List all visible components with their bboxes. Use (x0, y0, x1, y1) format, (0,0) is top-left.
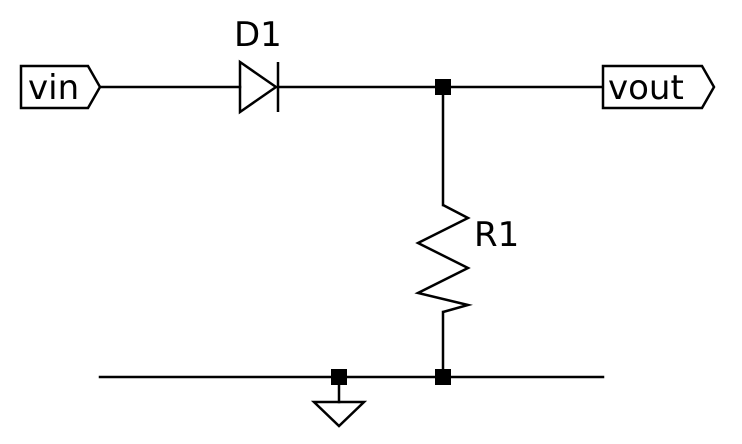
ground-symbol (310, 375, 368, 428)
input-port-shape (19, 64, 102, 110)
output-port-label: vout (608, 68, 684, 108)
resistor-reference-label: R1 (474, 215, 519, 255)
input-port-label: vin (28, 68, 79, 108)
resistor-r1[interactable]: R1 (414, 203, 519, 314)
output-port-shape (601, 64, 716, 110)
diode-reference-label: D1 (234, 15, 282, 55)
output-port-vout[interactable]: vout (601, 64, 716, 110)
diode-anode-triangle (238, 59, 279, 115)
input-port-vin[interactable]: vin (19, 64, 102, 110)
diode-d1[interactable]: D1 (234, 15, 282, 115)
ground-triangle-icon (310, 400, 368, 428)
ground-rail-junction-right (435, 369, 451, 385)
resistor-zigzag (414, 203, 473, 314)
